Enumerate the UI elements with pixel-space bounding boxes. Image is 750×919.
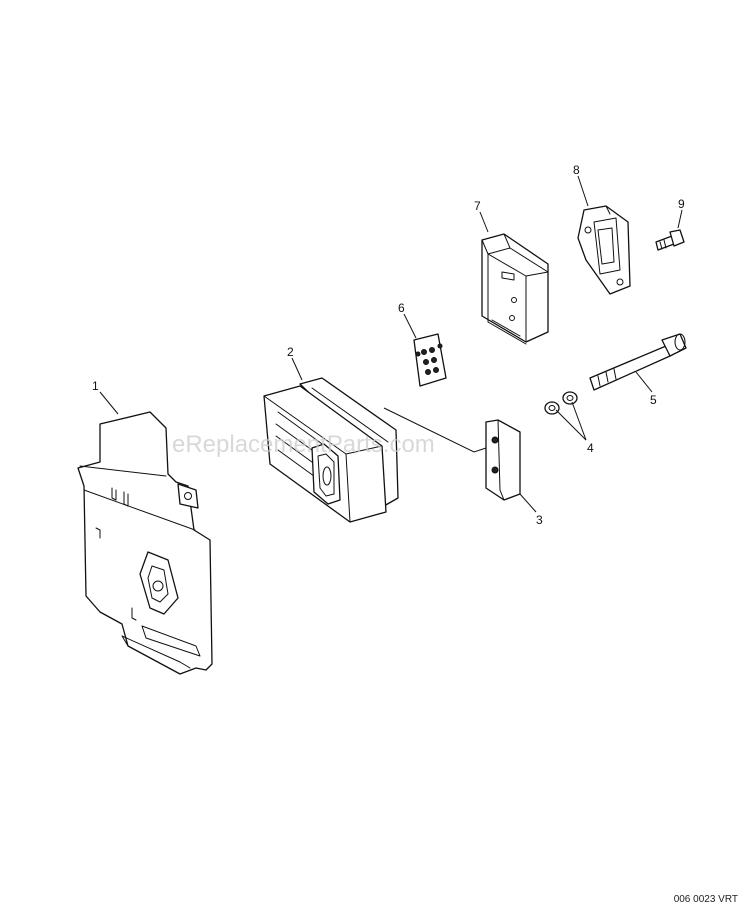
part-2-muffler[interactable] xyxy=(263,377,399,523)
watermark-text: eReplacementParts.com xyxy=(172,431,435,458)
part-4-washers[interactable] xyxy=(544,391,578,415)
callout-5: 5 xyxy=(650,393,657,407)
drawing-code: 006 0023 VRT xyxy=(673,894,738,905)
part-8-gasket[interactable] xyxy=(577,205,631,295)
part-9-screw[interactable] xyxy=(655,229,685,251)
part-7-cover[interactable] xyxy=(481,233,549,345)
callout-labels: 1 2 3 4 5 6 7 8 9 xyxy=(92,163,685,527)
callout-7: 7 xyxy=(474,199,481,213)
callout-6: 6 xyxy=(398,301,405,315)
part-1-heat-shield[interactable] xyxy=(77,411,213,675)
leader-lines xyxy=(99,175,683,513)
callout-9: 9 xyxy=(678,197,685,211)
callout-2: 2 xyxy=(287,345,294,359)
part-6-spark-screen[interactable] xyxy=(413,333,447,387)
callout-3: 3 xyxy=(536,513,543,527)
callout-4: 4 xyxy=(587,441,594,455)
part-5-bolt[interactable] xyxy=(589,333,687,391)
callout-8: 8 xyxy=(573,163,580,177)
callout-1: 1 xyxy=(92,379,99,393)
